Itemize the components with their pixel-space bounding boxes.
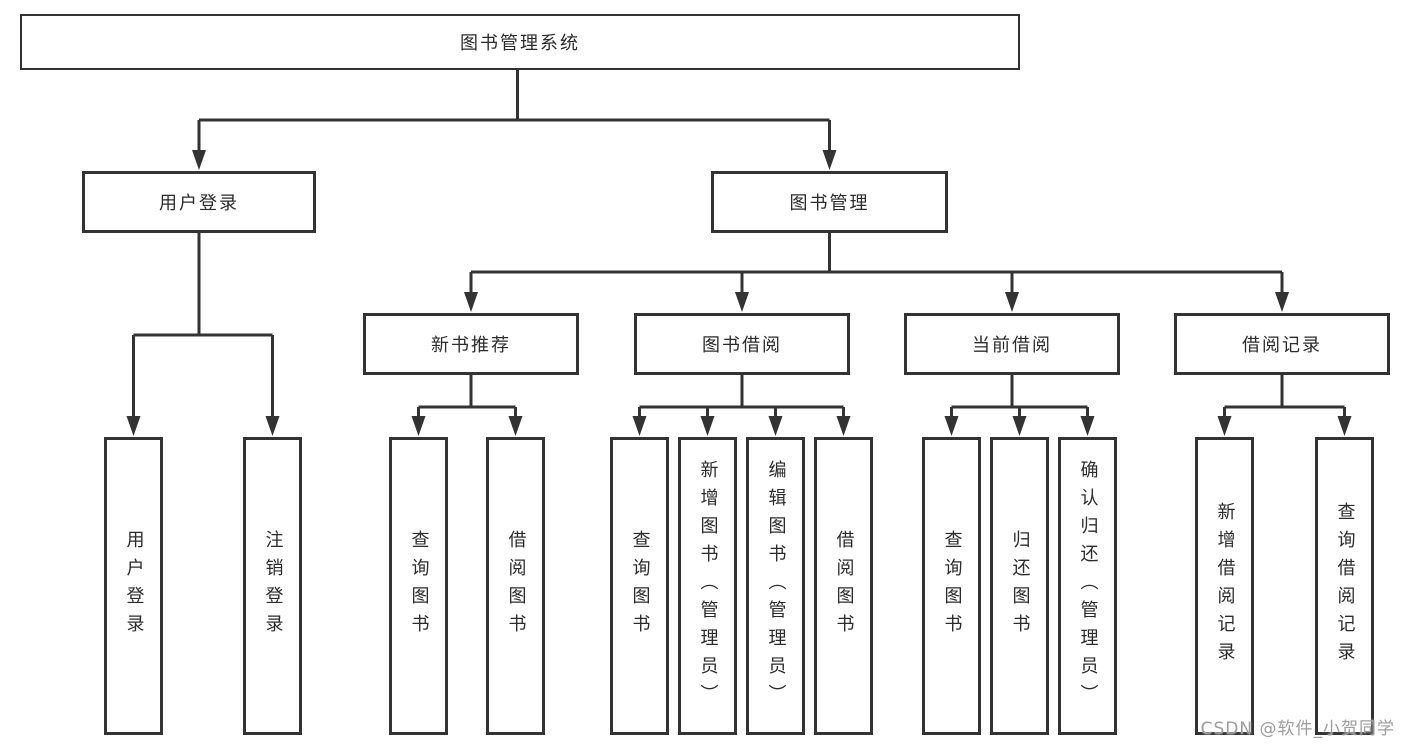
node-borrowing-records: 借阅记录 bbox=[1174, 313, 1390, 375]
node-new-book-recommendation: 新书推荐 bbox=[363, 313, 579, 375]
node-current-borrowing: 当前借阅 bbox=[904, 313, 1120, 375]
leaf-add-books-admin: 新增图书（管理员） bbox=[678, 437, 737, 735]
leaf-confirm-return-admin: 确认归还（管理员） bbox=[1058, 437, 1117, 735]
watermark: CSDN @软件_小贺同学 bbox=[1200, 719, 1395, 739]
leaf-query-books-recommend: 查询图书 bbox=[389, 437, 448, 735]
leaf-borrow-books-recommend: 借阅图书 bbox=[486, 437, 545, 735]
leaf-query-books-borrow: 查询图书 bbox=[610, 437, 669, 735]
leaf-query-books-current: 查询图书 bbox=[922, 437, 981, 735]
node-library-system: 图书管理系统 bbox=[20, 14, 1020, 70]
leaf-borrow-books: 借阅图书 bbox=[814, 437, 873, 735]
node-book-management: 图书管理 bbox=[711, 171, 948, 233]
leaf-logout: 注销登录 bbox=[243, 437, 302, 735]
leaf-user-login: 用户登录 bbox=[104, 437, 163, 735]
node-user-login: 用户登录 bbox=[82, 171, 316, 233]
leaf-edit-books-admin: 编辑图书（管理员） bbox=[746, 437, 805, 735]
leaf-add-borrow-record: 新增借阅记录 bbox=[1195, 437, 1254, 735]
node-book-borrowing: 图书借阅 bbox=[634, 313, 850, 375]
leaf-return-books: 归还图书 bbox=[990, 437, 1049, 735]
leaf-query-borrow-record: 查询借阅记录 bbox=[1315, 437, 1374, 735]
